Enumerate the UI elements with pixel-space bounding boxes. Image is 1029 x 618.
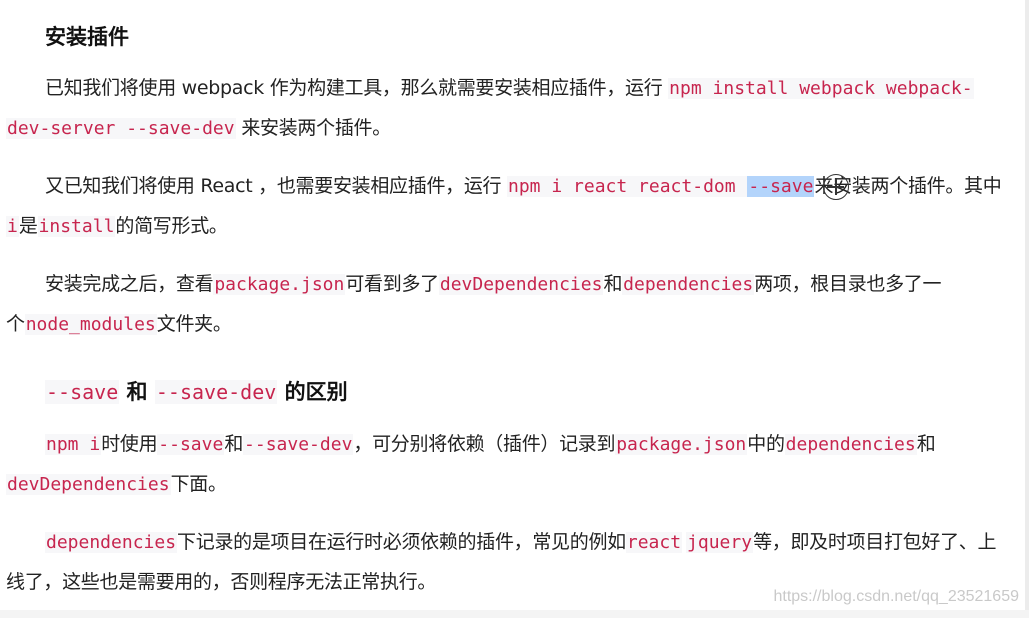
section-heading-install-plugins: 安装插件 <box>45 25 129 49</box>
inline-code: --save-dev <box>154 380 278 404</box>
inline-code: react <box>625 532 683 553</box>
inline-code: --save <box>45 380 120 404</box>
paragraph-react-line1: 又已知我们将使用 React ，也需要安装相应插件，运行 npm i react… <box>0 171 1029 201</box>
inline-code: install <box>37 216 116 237</box>
paragraph-npm-i-line1: npm i时使用--save和--save-dev，可分别将依赖（插件）记录到p… <box>0 429 1029 459</box>
inline-code: dev-server --save-dev <box>6 118 236 139</box>
paragraph-text: ，可分别将依赖（插件）记录到 <box>353 433 616 455</box>
paragraph-text: 是 <box>18 215 38 237</box>
paragraph-webpack-line2: dev-server --save-dev 来安装两个插件。 <box>0 113 1029 143</box>
paragraph-text: 来安装两个插件。其中 <box>814 175 1002 197</box>
paragraph-result-line1: 安装完成之后，查看package.json可看到多了devDependencie… <box>0 269 1029 299</box>
inline-code: jquery <box>686 532 754 553</box>
paragraph-text: 安装完成之后，查看 <box>45 273 214 295</box>
paragraph-text: 文件夹。 <box>156 313 232 335</box>
inline-code: dependencies <box>45 532 178 553</box>
paragraph-npm-i-line2: devDependencies下面。 <box>0 469 1029 499</box>
paragraph-text: 中的 <box>747 433 785 455</box>
crosshair-cursor-icon <box>823 174 849 200</box>
paragraph-webpack-line1: 已知我们将使用 webpack 作为构建工具，那么就需要安装相应插件，运行 np… <box>0 73 1029 103</box>
watermark: https://blog.csdn.net/qq_23521659 <box>773 588 1019 605</box>
inline-code: node_modules <box>24 314 157 335</box>
scrollbar[interactable] <box>1025 0 1029 618</box>
inline-code: --save <box>157 434 225 455</box>
selected-text[interactable]: --save <box>747 176 815 197</box>
paragraph-text: 来安装两个插件。 <box>235 117 391 139</box>
paragraph-text: 线了，这些也是需要用的，否则程序无法正常执行。 <box>6 571 437 593</box>
inline-code: dependencies <box>622 274 755 295</box>
paragraph-text: 时使用 <box>101 433 158 455</box>
heading-text: 的区别 <box>277 380 348 404</box>
inline-code: package.json <box>213 274 346 295</box>
paragraph-text: 两项，根目录也多了一 <box>754 273 942 295</box>
inline-code: devDependencies <box>6 474 171 495</box>
section-heading-save-vs-save-dev: --save 和 --save-dev 的区别 <box>45 376 348 408</box>
paragraph-text: 和 <box>224 433 244 455</box>
paragraph-text: 个 <box>6 313 25 335</box>
bottom-edge <box>0 610 1029 618</box>
paragraph-text: 等，即及时项目打包好了、上 <box>753 531 997 553</box>
paragraph-result-line2: 个node_modules文件夹。 <box>0 309 1029 339</box>
inline-code: --save-dev <box>243 434 354 455</box>
heading-text: 和 <box>119 380 155 404</box>
paragraph-text: 和 <box>603 273 623 295</box>
paragraph-text: 和 <box>916 433 936 455</box>
paragraph-text: 已知我们将使用 webpack 作为构建工具，那么就需要安装相应插件，运行 <box>45 77 669 99</box>
inline-code: dependencies <box>784 434 917 455</box>
paragraph-text: 下记录的是项目在运行时必须依赖的插件，常见的例如 <box>177 531 626 553</box>
inline-code: devDependencies <box>438 274 604 295</box>
inline-code: npm i <box>45 434 102 455</box>
paragraph-dependencies-line1: dependencies下记录的是项目在运行时必须依赖的插件，常见的例如reac… <box>0 527 1029 557</box>
inline-code: npm i react react-dom <box>507 176 748 197</box>
inline-code: npm install webpack webpack- <box>668 78 974 99</box>
paragraph-text: 下面。 <box>170 473 227 495</box>
paragraph-react-line2: i是install的简写形式。 <box>0 211 1029 241</box>
inline-code: i <box>6 216 19 237</box>
paragraph-dependencies-line2: 线了，这些也是需要用的，否则程序无法正常执行。 <box>0 567 1029 597</box>
inline-code: package.json <box>615 434 748 455</box>
paragraph-text: 可看到多了 <box>345 273 439 295</box>
paragraph-text: 又已知我们将使用 React ，也需要安装相应插件，运行 <box>45 175 507 197</box>
paragraph-text: 的简写形式。 <box>115 215 228 237</box>
